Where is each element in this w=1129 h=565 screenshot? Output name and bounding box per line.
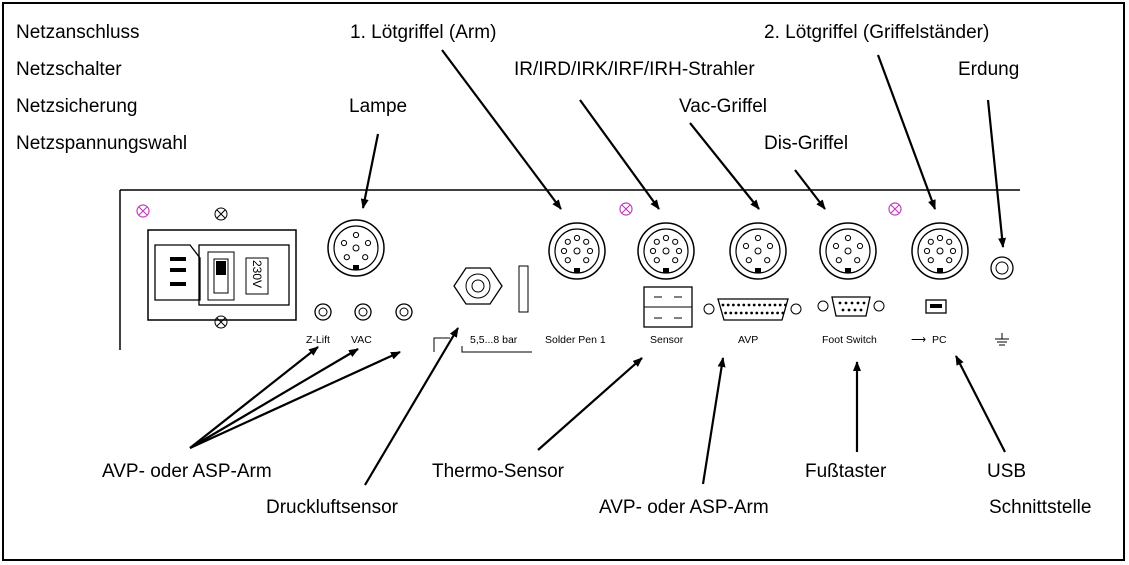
label-avp-asp-arm-left: AVP- oder ASP-Arm bbox=[102, 461, 272, 482]
compressed-air-fitting bbox=[433, 265, 532, 353]
lamp-connector bbox=[327, 219, 385, 277]
pressure-range-label: 5,5...8 bar bbox=[470, 334, 518, 346]
solder-pen-2-connector bbox=[911, 222, 969, 280]
z-lift-label: Z-Lift bbox=[306, 334, 330, 346]
voltage-selector-label: 230V bbox=[250, 260, 264, 288]
label-schnittstelle: Schnittstelle bbox=[989, 497, 1091, 518]
label-netzsicherung: Netzsicherung bbox=[16, 96, 137, 117]
foot-switch-label: Foot Switch bbox=[822, 334, 877, 346]
ground-symbol-icon bbox=[995, 333, 1009, 346]
z-lift-socket bbox=[314, 303, 332, 321]
label-netzanschluss: Netzanschluss bbox=[16, 22, 140, 43]
power-inlet-module: 230V bbox=[147, 207, 297, 329]
label-loetgriffel-2: 2. Lötgriffel (Griffelständer) bbox=[764, 22, 989, 43]
solder-pen-connector bbox=[548, 222, 606, 280]
panel-screw-icon bbox=[136, 204, 150, 218]
foot-switch-dsub-connector bbox=[817, 296, 885, 317]
avp-label: AVP bbox=[738, 334, 758, 346]
vac-griffel-connector bbox=[729, 222, 787, 280]
avp-dsub-connector bbox=[703, 298, 802, 321]
label-lampe: Lampe bbox=[349, 96, 407, 117]
label-avp-asp-arm-right: AVP- oder ASP-Arm bbox=[599, 497, 769, 518]
vac-label: VAC bbox=[351, 334, 372, 346]
dis-griffel-connector bbox=[819, 222, 877, 280]
vac-socket-2 bbox=[395, 303, 413, 321]
sensor-terminal-block bbox=[643, 286, 693, 328]
callout-arrows bbox=[189, 49, 1007, 486]
ground-terminal bbox=[990, 256, 1014, 280]
solder-pen-label: Solder Pen 1 bbox=[545, 334, 606, 346]
label-netzschalter: Netzschalter bbox=[16, 59, 122, 80]
label-strahler: IR/IRD/IRK/IRF/IRH-Strahler bbox=[514, 59, 755, 80]
usb-port bbox=[925, 299, 947, 314]
label-erdung: Erdung bbox=[958, 59, 1019, 80]
label-dis-griffel: Dis-Griffel bbox=[764, 133, 848, 154]
panel-screw-icon bbox=[888, 202, 902, 216]
label-usb: USB bbox=[987, 461, 1026, 482]
label-druckluftsensor: Druckluftsensor bbox=[266, 497, 399, 518]
sensor-label: Sensor bbox=[650, 334, 684, 346]
label-loetgriffel-1: 1. Lötgriffel (Arm) bbox=[350, 22, 496, 43]
sensor-strahler-connector bbox=[637, 222, 695, 280]
label-fusstaster: Fußtaster bbox=[805, 461, 887, 482]
label-netzspannungswahl: Netzspannungswahl bbox=[16, 133, 187, 154]
device-panel bbox=[119, 189, 1020, 350]
label-vac-griffel: Vac-Griffel bbox=[679, 96, 767, 117]
vac-socket bbox=[354, 303, 372, 321]
panel-screw-icon bbox=[619, 202, 633, 216]
pc-arrow-icon: ⟶ bbox=[911, 334, 927, 346]
pc-label: PC bbox=[932, 334, 947, 346]
label-thermo-sensor: Thermo-Sensor bbox=[432, 461, 565, 482]
